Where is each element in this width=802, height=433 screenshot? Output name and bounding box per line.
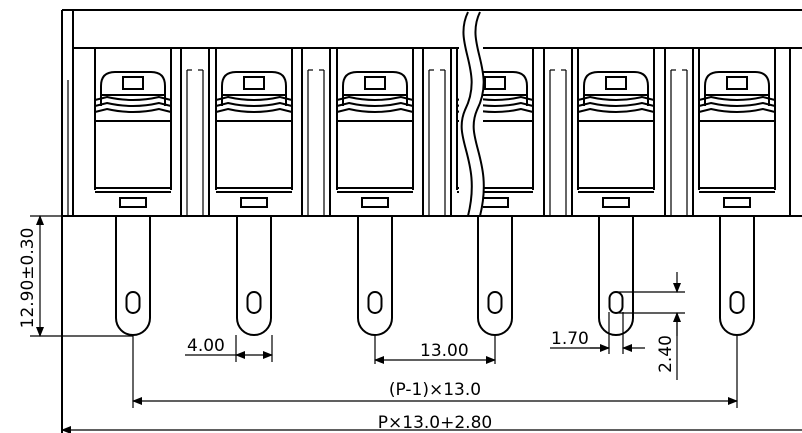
dim-hole-height: 2.40 bbox=[616, 272, 685, 380]
dim-pitch-label: 13.00 bbox=[420, 341, 469, 361]
dim-overall-label: P×13.0+2.80 bbox=[378, 413, 492, 433]
terminal-pole bbox=[94, 47, 172, 336]
dim-hole-height-label: 2.40 bbox=[656, 335, 676, 373]
dim-tab-width: 4.00 bbox=[185, 335, 273, 362]
left-end-cap bbox=[61, 10, 74, 433]
terminal-pole bbox=[215, 47, 293, 336]
dim-overall: P×13.0+2.80 bbox=[61, 413, 802, 433]
terminal-pole bbox=[336, 47, 414, 336]
dim-height: 12.90±0.30 bbox=[18, 215, 133, 337]
dim-pitch: 13.00 bbox=[374, 336, 496, 364]
dim-hole-width: 1.70 bbox=[550, 312, 645, 354]
break-lines bbox=[459, 11, 485, 217]
dim-span: (P-1)×13.0 bbox=[132, 336, 738, 408]
dim-tab-width-label: 4.00 bbox=[187, 336, 225, 356]
divider-walls bbox=[180, 47, 694, 217]
terminal-pole bbox=[698, 47, 776, 336]
top-strip bbox=[61, 9, 802, 216]
dim-height-label: 12.90±0.30 bbox=[18, 228, 38, 329]
dim-hole-width-label: 1.70 bbox=[551, 329, 589, 349]
dim-span-label: (P-1)×13.0 bbox=[389, 380, 481, 400]
